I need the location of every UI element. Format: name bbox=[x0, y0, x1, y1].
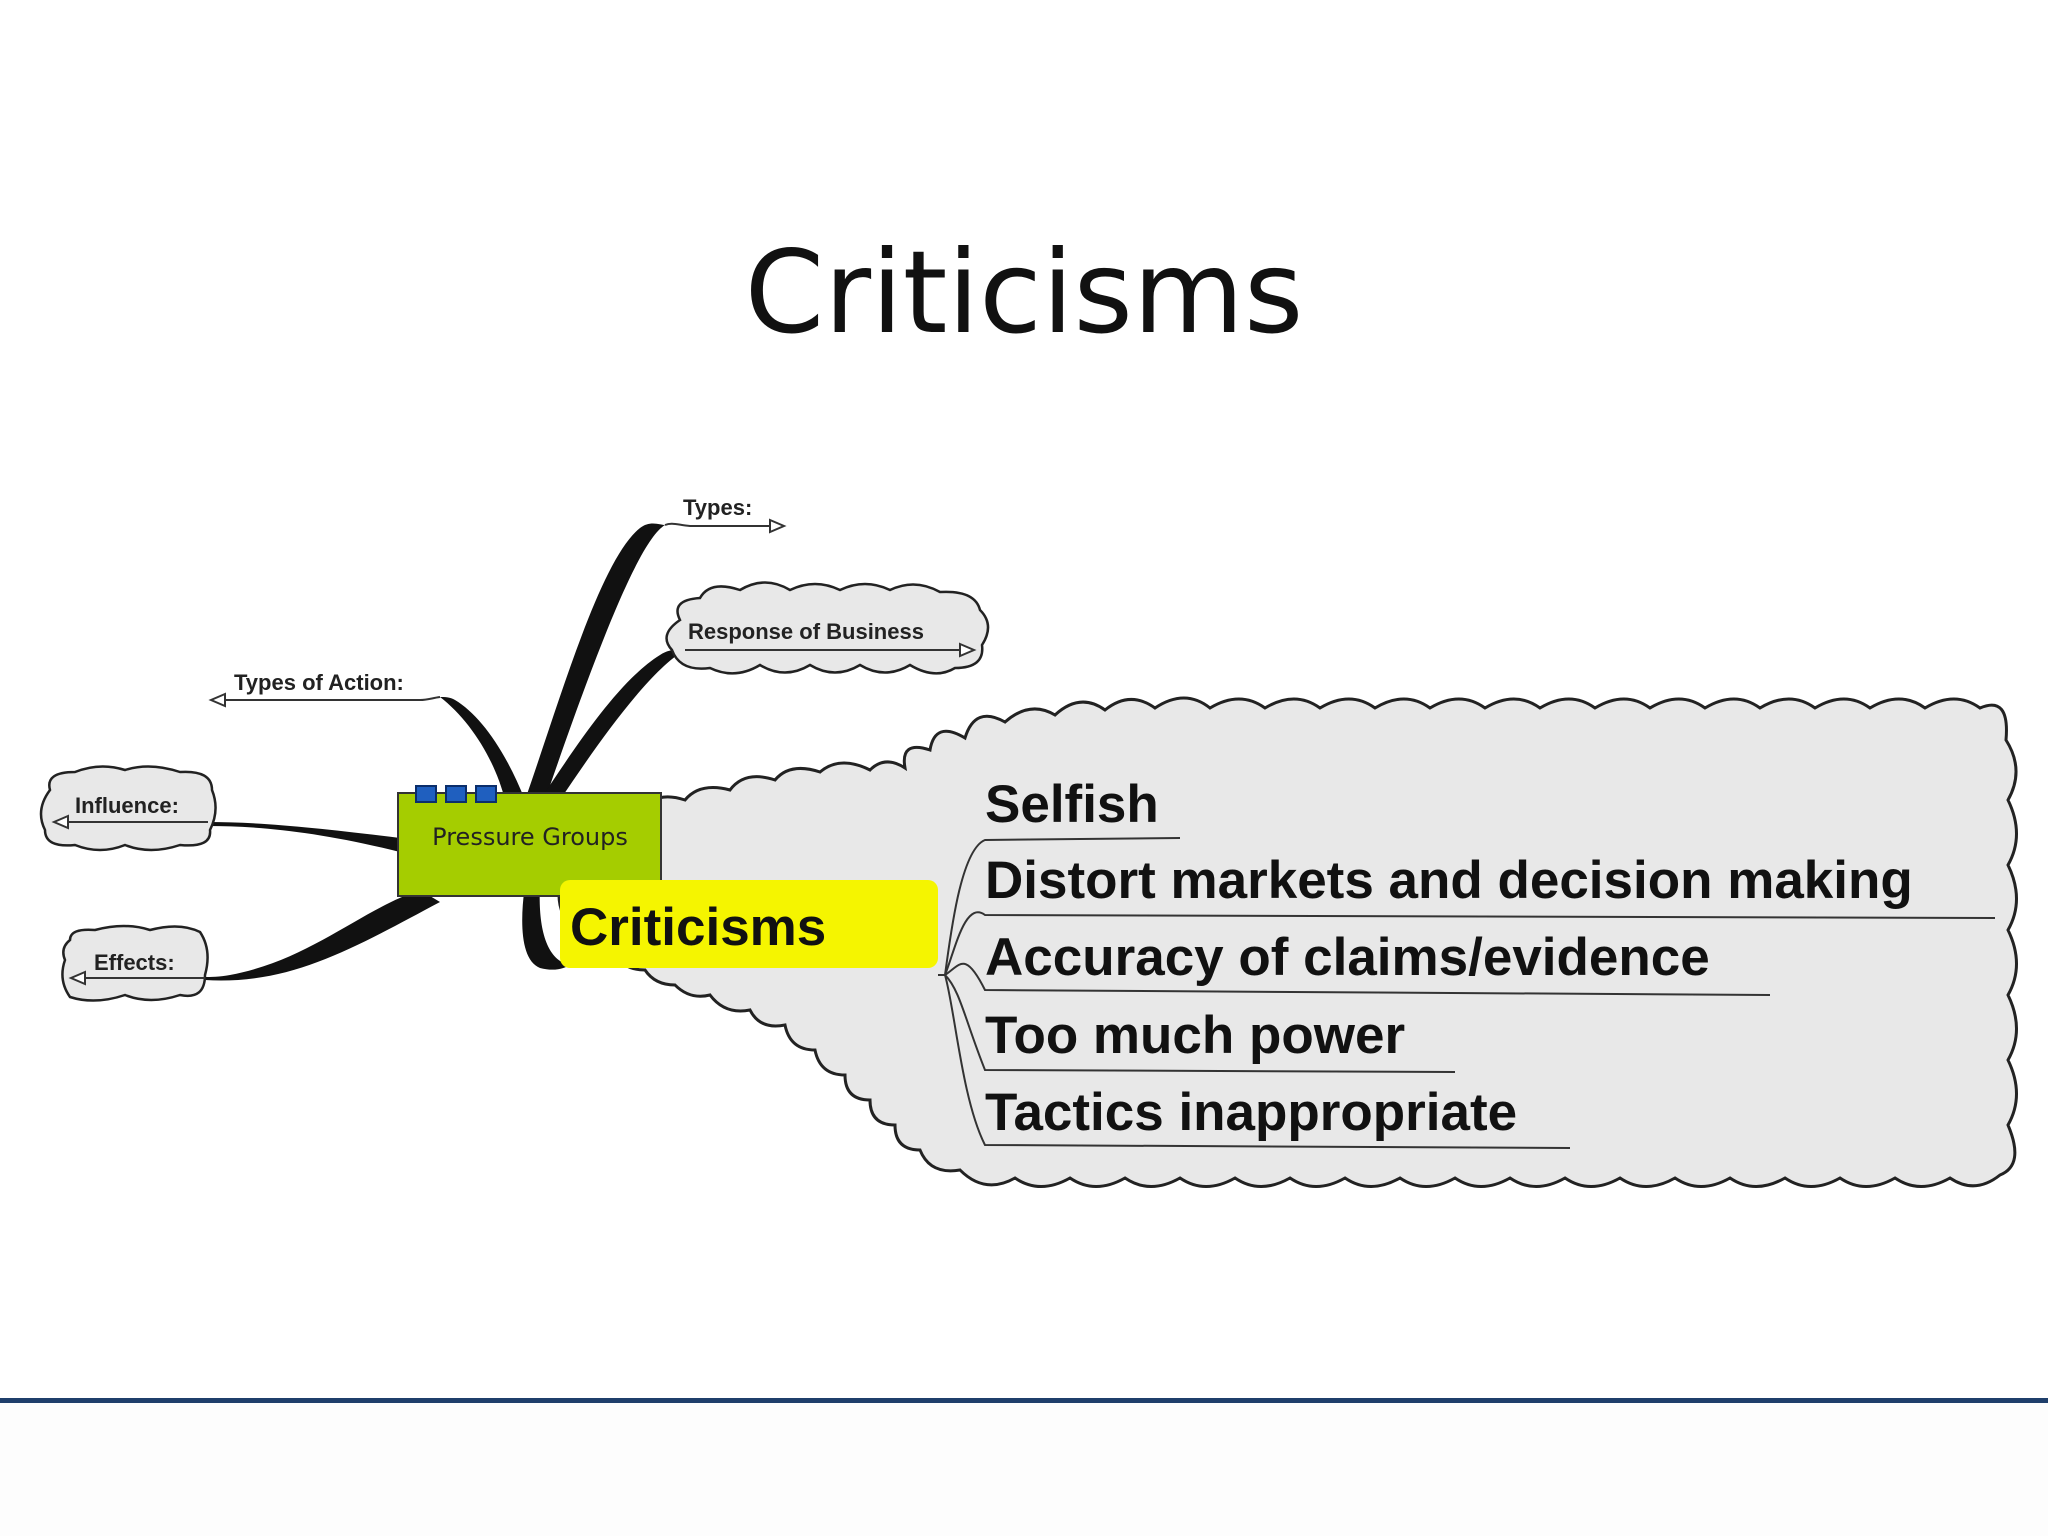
topic-marker-icon bbox=[475, 785, 497, 803]
influence-label: Influence: bbox=[75, 793, 179, 818]
footer-band bbox=[0, 1403, 2048, 1536]
branch-types-of-action[interactable]: Types of Action: bbox=[208, 670, 441, 708]
criticisms-cloud bbox=[557, 696, 2018, 1188]
branch-response-of-business[interactable]: Response of Business bbox=[665, 581, 990, 675]
central-topic[interactable]: Pressure Groups bbox=[397, 785, 662, 897]
criticism-item: Selfish bbox=[985, 775, 1159, 834]
types-of-action-label: Types of Action: bbox=[234, 670, 404, 695]
criticisms-label: Criticisms bbox=[570, 898, 826, 957]
criticism-item: Tactics inappropriate bbox=[985, 1083, 1517, 1142]
criticism-item: Too much power bbox=[985, 1006, 1405, 1065]
criticism-items bbox=[944, 837, 1996, 1149]
branch-types[interactable]: Types: bbox=[664, 495, 787, 534]
criticisms-node[interactable]: Criticisms bbox=[560, 880, 945, 976]
topic-marker-icon bbox=[415, 785, 437, 803]
branch-influence[interactable]: Influence: bbox=[39, 765, 217, 852]
slide-title: Criticisms bbox=[744, 226, 1304, 359]
footer-rule bbox=[0, 1398, 2048, 1403]
criticism-item: Accuracy of claims/evidence bbox=[985, 928, 1710, 987]
topic-marker-icon bbox=[445, 785, 467, 803]
branch-connectors bbox=[205, 523, 685, 981]
effects-label: Effects: bbox=[94, 950, 175, 975]
types-label: Types: bbox=[683, 495, 752, 520]
central-topic-label: Pressure Groups bbox=[432, 823, 628, 851]
branch-effects[interactable]: Effects: bbox=[61, 924, 209, 1002]
criticism-item: Distort markets and decision making bbox=[985, 851, 1913, 910]
response-of-business-label: Response of Business bbox=[688, 619, 924, 644]
